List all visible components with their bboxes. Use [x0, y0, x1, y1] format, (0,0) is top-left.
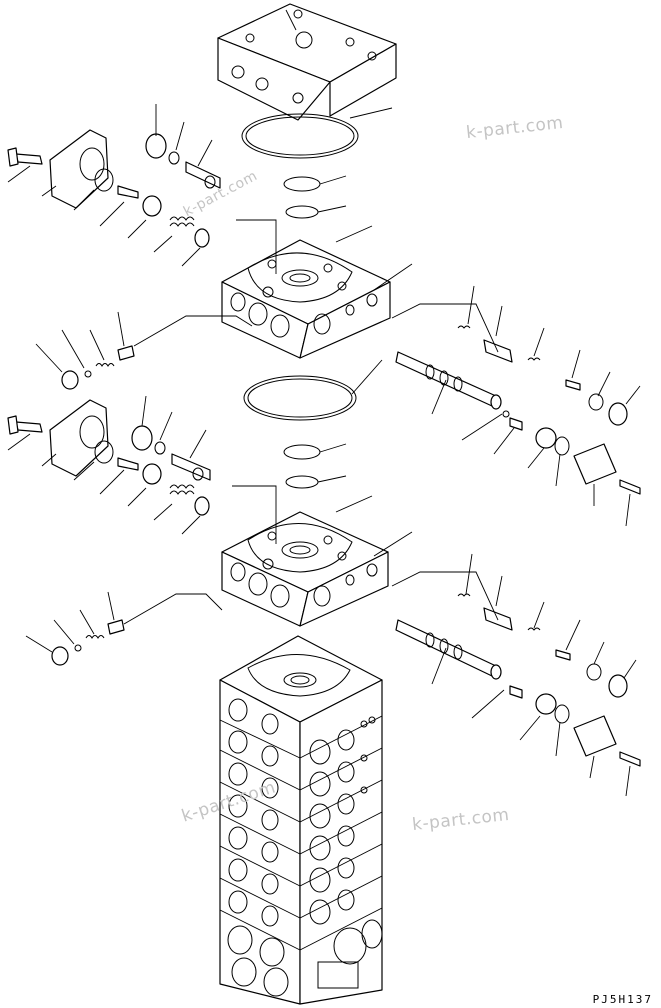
upper-valve-section [221, 239, 391, 359]
main-valve-body-stack [219, 635, 383, 1005]
drawing-code: PJ5H137 [592, 993, 653, 1006]
o-ring-small-a [283, 176, 321, 192]
upper-right-parts [395, 325, 641, 495]
lower-right-parts [395, 593, 641, 767]
large-o-ring-upper [241, 113, 359, 159]
o-ring-small-d [285, 475, 319, 489]
lower-valve-section [221, 511, 389, 627]
top-cover-plate [217, 3, 397, 121]
lower-left-parts [7, 399, 211, 516]
left-plug-stacks [51, 345, 135, 666]
o-ring-small-c [283, 444, 321, 460]
o-ring-small-b [285, 205, 319, 219]
upper-left-parts [7, 129, 221, 248]
leader-lines [7, 9, 641, 797]
large-o-ring-middle [243, 375, 357, 421]
